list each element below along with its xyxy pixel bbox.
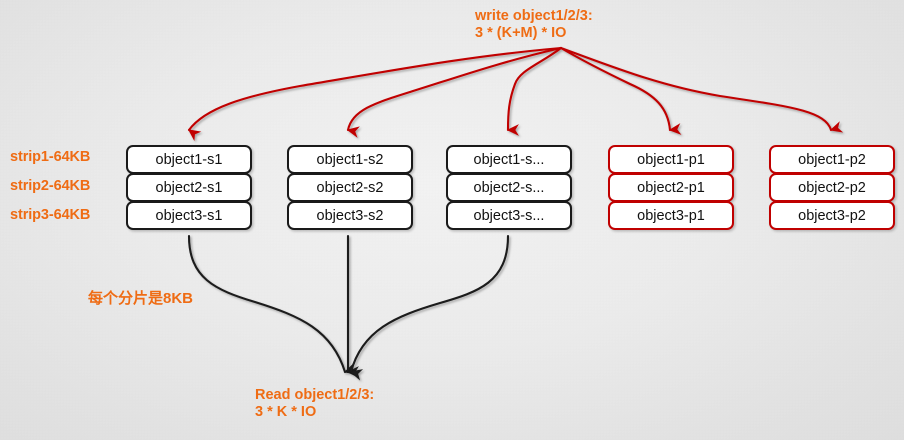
shard-cell[interactable]: object2-s... bbox=[446, 173, 572, 202]
parity-cell[interactable]: object1-p1 bbox=[608, 145, 734, 174]
write-annotation: write object1/2/3: 3 * (K+M) * IO bbox=[475, 8, 593, 42]
parity-column-p1: object1-p1 object2-p1 object3-p1 bbox=[608, 145, 734, 230]
parity-cell[interactable]: object2-p2 bbox=[769, 173, 895, 202]
read-annotation: Read object1/2/3: 3 * K * IO bbox=[255, 387, 374, 421]
shard-size-annotation: 每个分片是8KB bbox=[88, 290, 194, 307]
write-annotation-line1: write object1/2/3: bbox=[475, 8, 593, 24]
write-arrow-group bbox=[187, 46, 844, 142]
read-arrow-from-sk bbox=[349, 234, 510, 381]
read-annotation-line2: 3 * K * IO bbox=[255, 404, 317, 420]
shard-cell[interactable]: object3-s2 bbox=[287, 201, 413, 230]
strip-label-2: strip2-64KB bbox=[10, 178, 91, 194]
read-arrow-group bbox=[187, 234, 510, 381]
write-arrow-to-p1 bbox=[559, 46, 682, 135]
write-arrow-to-s2 bbox=[346, 46, 563, 138]
write-arrow-to-p2 bbox=[559, 46, 844, 133]
shard-cell[interactable]: object3-s... bbox=[446, 201, 572, 230]
parity-column-p2: object1-p2 object2-p2 object3-p2 bbox=[769, 145, 895, 230]
read-arrow-from-s1 bbox=[187, 234, 358, 375]
shard-cell[interactable]: object1-s... bbox=[446, 145, 572, 174]
parity-cell[interactable]: object1-p2 bbox=[769, 145, 895, 174]
write-arrow-to-s1 bbox=[187, 46, 563, 142]
shard-cell[interactable]: object1-s1 bbox=[126, 145, 252, 174]
read-annotation-line1: Read object1/2/3: bbox=[255, 387, 375, 403]
write-annotation-line2: 3 * (K+M) * IO bbox=[475, 25, 567, 41]
shard-cell[interactable]: object2-s1 bbox=[126, 173, 252, 202]
strip-label-1: strip1-64KB bbox=[10, 149, 91, 165]
parity-cell[interactable]: object2-p1 bbox=[608, 173, 734, 202]
strip-label-3: strip3-64KB bbox=[10, 207, 91, 223]
shard-column-sk: object1-s... object2-s... object3-s... bbox=[446, 145, 572, 230]
shard-column-s2: object1-s2 object2-s2 object3-s2 bbox=[287, 145, 413, 230]
parity-cell[interactable]: object3-p1 bbox=[608, 201, 734, 230]
write-arrow-to-sk bbox=[506, 46, 563, 136]
shard-cell[interactable]: object3-s1 bbox=[126, 201, 252, 230]
shard-cell[interactable]: object1-s2 bbox=[287, 145, 413, 174]
parity-cell[interactable]: object3-p2 bbox=[769, 201, 895, 230]
shard-column-s1: object1-s1 object2-s1 object3-s1 bbox=[126, 145, 252, 230]
shard-cell[interactable]: object2-s2 bbox=[287, 173, 413, 202]
